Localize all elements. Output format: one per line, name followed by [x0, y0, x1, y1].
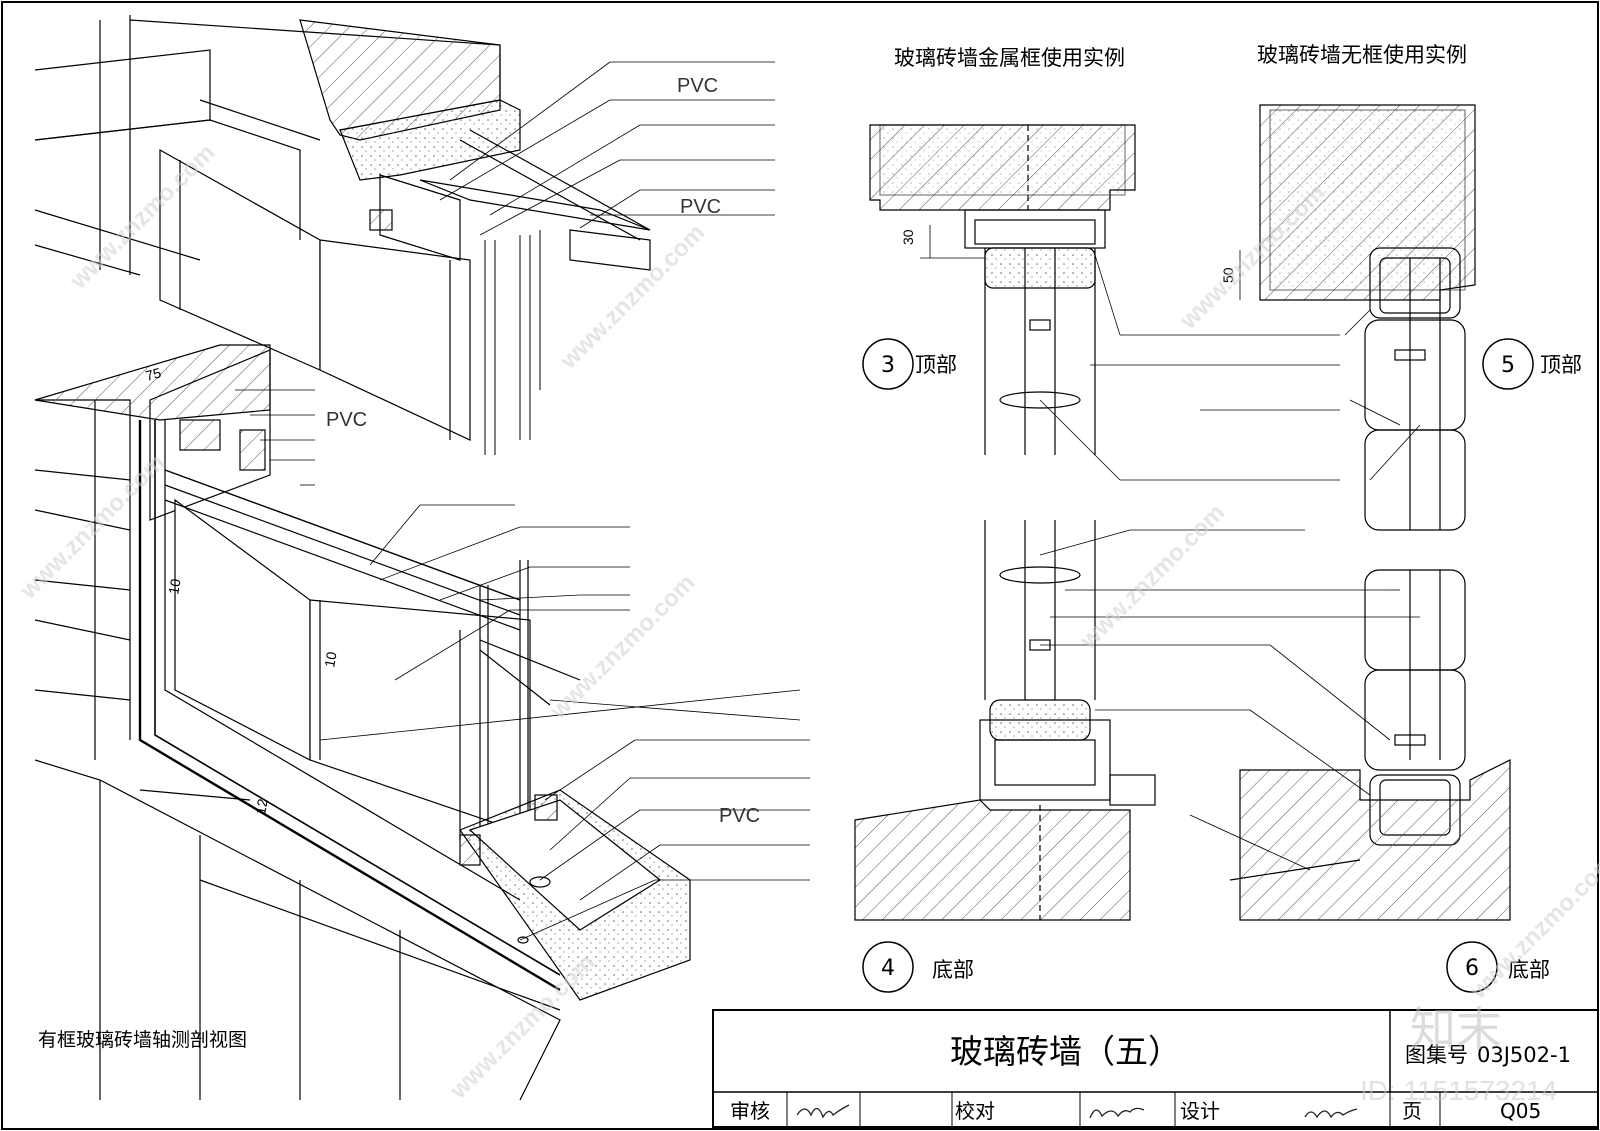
detail-circle-6	[1446, 941, 1498, 993]
atlas-label: 图集号	[1405, 1043, 1468, 1067]
detail-text-4: 底部	[932, 958, 974, 982]
detail-text-5: 顶部	[1540, 353, 1582, 377]
detail-circle-3	[862, 338, 914, 390]
watermark-site-6: www.znzmo.com	[1074, 499, 1230, 655]
pvc-label-3: PVC	[326, 409, 367, 431]
detail-circle-4	[862, 941, 914, 993]
frameless-title: 玻璃砖墙无框使用实例	[1257, 43, 1467, 67]
metal-frame-detail	[854, 124, 1390, 921]
watermark-site-5: www.znzmo.com	[544, 569, 700, 725]
pvc-label-1: PVC	[677, 75, 718, 97]
signatures	[796, 1104, 1358, 1119]
atlas-code: 03J502-1	[1477, 1043, 1571, 1067]
dim-75: 75	[144, 364, 163, 384]
detail-num-6: 6	[1465, 956, 1479, 981]
dim-12: 12	[252, 797, 270, 815]
axonometric-section	[34, 15, 810, 1101]
detail-circle-5	[1482, 338, 1534, 390]
dim-30: 30	[900, 229, 916, 245]
upper-glass-panel	[159, 148, 471, 441]
frameless-detail	[1189, 104, 1511, 921]
dim-10-a: 10	[165, 577, 183, 595]
page-label: 页	[1402, 1099, 1422, 1123]
detail-num-3: 3	[881, 353, 895, 378]
metal-frame-title: 玻璃砖墙金属框使用实例	[894, 46, 1125, 70]
title-block	[712, 1009, 1599, 1128]
detail-num-5: 5	[1501, 353, 1515, 378]
design-label: 设计	[1180, 1099, 1220, 1123]
lower-top-channel	[149, 349, 271, 521]
page-number: Q05	[1500, 1099, 1541, 1123]
watermark-site-2: www.znzmo.com	[554, 219, 710, 375]
upper-wall-tiles	[34, 15, 501, 276]
review-label: 审核	[730, 1099, 770, 1123]
watermark-site-4: www.znzmo.com	[14, 449, 170, 605]
dim-50: 50	[1220, 267, 1236, 283]
lower-glass-panel	[174, 498, 311, 761]
sheet-title: 玻璃砖墙（五）	[950, 1032, 1181, 1071]
axon-title: 有框玻璃砖墙轴测剖视图	[38, 1029, 247, 1051]
pvc-label-2: PVC	[680, 196, 721, 218]
watermark-brand: 知末	[1410, 1002, 1502, 1056]
watermark-site-1: www.znzmo.com	[64, 139, 220, 295]
dim-10-b: 10	[321, 650, 339, 668]
detail-num-4: 4	[881, 956, 895, 981]
detail-text-6: 底部	[1508, 958, 1550, 982]
check-label: 校对	[955, 1099, 995, 1123]
watermark-id: ID: 1151573214	[1360, 1075, 1557, 1106]
detail-text-3: 顶部	[915, 353, 957, 377]
pvc-label-4: PVC	[719, 805, 760, 827]
